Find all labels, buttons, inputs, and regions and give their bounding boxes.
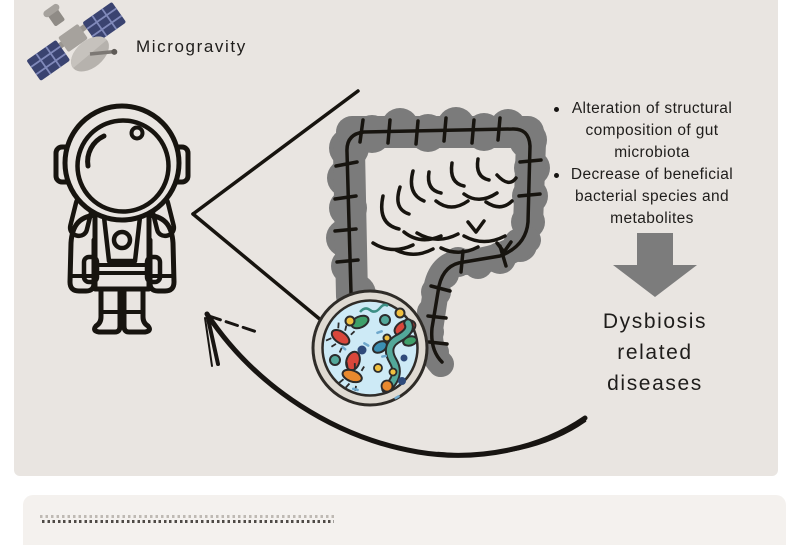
illustration-canvas (27, 2, 697, 458)
down-arrow (613, 233, 697, 297)
large-intestine-illustration (326, 107, 550, 377)
magnifier-callout-lines (191, 89, 360, 323)
dysbiosis-outcome-label: Dysbiosis related diseases (602, 310, 708, 395)
astronaut-line-art (53, 103, 191, 335)
gut-microbiota-magnified-circle (311, 289, 429, 407)
footer-dotted-line-light (40, 515, 336, 518)
small-intestine-squiggles (371, 157, 518, 256)
curved-sketch-arrow (204, 311, 588, 458)
bullet-item-decrease: Decrease of beneficial bacterial species… (552, 164, 752, 230)
microgravity-label: Microgravity (136, 37, 247, 56)
satellite-icon (27, 2, 126, 81)
effects-bullet-list: Alteration of structural composition of … (552, 98, 752, 230)
footer-dotted-line (42, 520, 334, 523)
microbe-dashes (341, 330, 400, 400)
bullet-item-alteration: Alteration of structural composition of … (552, 98, 752, 164)
